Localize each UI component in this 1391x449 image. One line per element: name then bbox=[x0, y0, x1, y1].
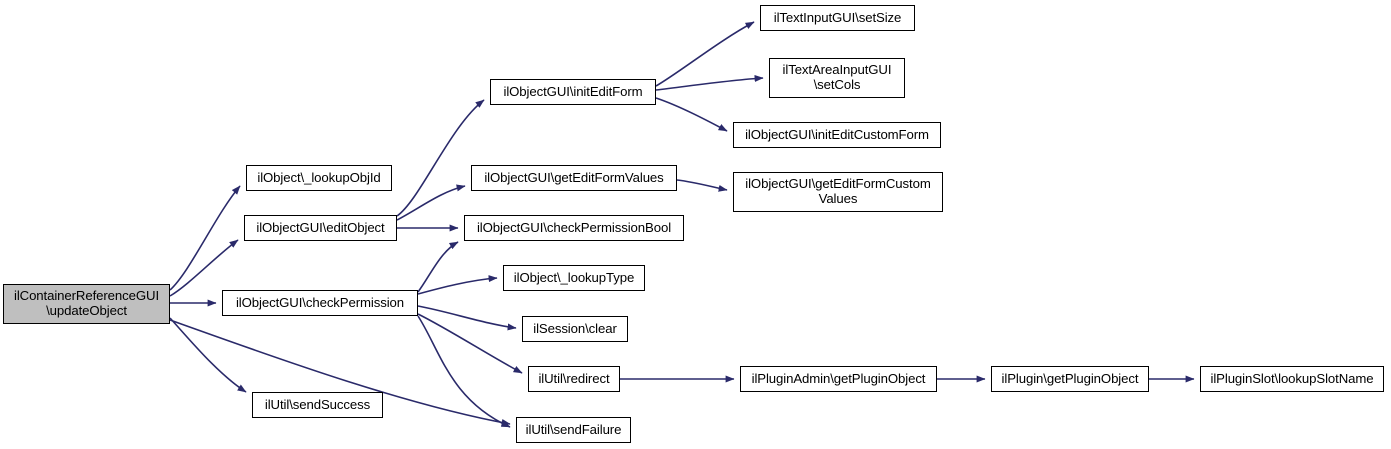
node-setSize[interactable]: ilTextInputGUI\setSize bbox=[760, 5, 915, 31]
node-label-initEditCustomForm: ilObjectGUI\initEditCustomForm bbox=[745, 126, 929, 142]
edge-editObject-to-getEditFormValues bbox=[396, 184, 466, 221]
node-checkPermission[interactable]: ilObjectGUI\checkPermission bbox=[222, 290, 418, 316]
edge-checkPermission-to-checkPermissionBool bbox=[417, 241, 459, 293]
edge-editObject-to-initEditForm bbox=[396, 99, 485, 217]
node-root[interactable]: ilContainerReferenceGUI \updateObject bbox=[3, 284, 170, 324]
edge-checkPermission-to-sendFailure bbox=[417, 315, 511, 428]
node-sendSuccess[interactable]: ilUtil\sendSuccess bbox=[252, 392, 383, 418]
edge-root-to-editObject bbox=[169, 239, 239, 297]
node-editObject[interactable]: ilObjectGUI\editObject bbox=[244, 215, 397, 241]
node-checkPermissionBool[interactable]: ilObjectGUI\checkPermissionBool bbox=[464, 215, 684, 241]
node-initEditForm[interactable]: ilObjectGUI\initEditForm bbox=[490, 79, 656, 105]
node-label-lookupObjId: ilObject\_lookupObjId bbox=[257, 169, 381, 185]
node-pluginGetPluginObject[interactable]: ilPlugin\getPluginObject bbox=[991, 366, 1149, 392]
node-label-lookupType: ilObject\_lookupType bbox=[513, 269, 635, 285]
node-label-sendSuccess: ilUtil\sendSuccess bbox=[264, 396, 371, 412]
node-label-getEditFormCustomValues: ilObjectGUI\getEditFormCustom Values bbox=[745, 176, 931, 206]
node-label-sessionClear: ilSession\clear bbox=[533, 320, 617, 336]
node-label-redirect: ilUtil\redirect bbox=[538, 370, 610, 386]
node-label-pluginGetPluginObject: ilPlugin\getPluginObject bbox=[1001, 370, 1139, 386]
node-initEditCustomForm[interactable]: ilObjectGUI\initEditCustomForm bbox=[733, 122, 941, 148]
edge-checkPermission-to-redirect bbox=[417, 313, 523, 374]
node-label-initEditForm: ilObjectGUI\initEditForm bbox=[503, 83, 643, 99]
node-getEditFormValues[interactable]: ilObjectGUI\getEditFormValues bbox=[471, 165, 677, 191]
node-label-checkPermission: ilObjectGUI\checkPermission bbox=[235, 294, 405, 310]
edge-initEditForm-to-setSize bbox=[655, 21, 755, 87]
node-label-checkPermissionBool: ilObjectGUI\checkPermissionBool bbox=[476, 219, 672, 235]
edge-getEditFormValues-to-getEditFormCustomValues bbox=[676, 179, 728, 192]
node-sendFailure[interactable]: ilUtil\sendFailure bbox=[516, 417, 631, 443]
node-getEditFormCustomValues[interactable]: ilObjectGUI\getEditFormCustom Values bbox=[733, 172, 943, 212]
node-label-sendFailure: ilUtil\sendFailure bbox=[525, 421, 622, 437]
node-pluginAdminGetPluginObject[interactable]: ilPluginAdmin\getPluginObject bbox=[740, 366, 937, 392]
node-label-editObject: ilObjectGUI\editObject bbox=[256, 219, 385, 235]
node-label-root: ilContainerReferenceGUI \updateObject bbox=[13, 288, 160, 318]
edge-root-to-sendSuccess bbox=[169, 317, 247, 393]
edge-initEditForm-to-initEditCustomForm bbox=[655, 97, 728, 132]
edge-initEditForm-to-setCols bbox=[655, 75, 764, 91]
node-label-setCols: ilTextAreaInputGUI \setCols bbox=[782, 62, 892, 92]
node-label-pluginAdminGetPluginObject: ilPluginAdmin\getPluginObject bbox=[751, 370, 926, 386]
node-lookupObjId[interactable]: ilObject\_lookupObjId bbox=[246, 165, 392, 191]
node-setCols[interactable]: ilTextAreaInputGUI \setCols bbox=[769, 58, 905, 98]
node-redirect[interactable]: ilUtil\redirect bbox=[528, 366, 620, 392]
node-label-getEditFormValues: ilObjectGUI\getEditFormValues bbox=[484, 169, 664, 185]
node-sessionClear[interactable]: ilSession\clear bbox=[522, 316, 628, 342]
edge-checkPermission-to-sessionClear bbox=[417, 305, 517, 331]
node-lookupType[interactable]: ilObject\_lookupType bbox=[503, 265, 645, 291]
node-label-setSize: ilTextInputGUI\setSize bbox=[773, 9, 902, 25]
edge-root-to-lookupObjId bbox=[169, 185, 241, 291]
node-label-lookupSlotName: ilPluginSlot\lookupSlotName bbox=[1210, 370, 1374, 386]
edge-checkPermission-to-lookupType bbox=[417, 275, 498, 295]
node-lookupSlotName[interactable]: ilPluginSlot\lookupSlotName bbox=[1200, 366, 1384, 392]
